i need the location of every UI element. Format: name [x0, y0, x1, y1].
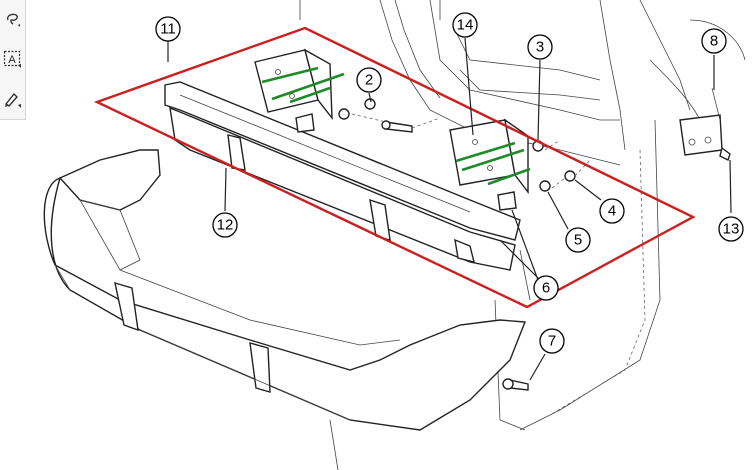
- svg-text:4: 4: [608, 203, 616, 220]
- svg-text:7: 7: [548, 333, 556, 350]
- bumper-reinforcement-beam: [164, 81, 521, 271]
- leader-lines: [167, 37, 732, 381]
- callout-12: 12: [212, 212, 238, 238]
- highlight-tool[interactable]: [2, 88, 24, 110]
- lasso-tool[interactable]: [2, 8, 24, 30]
- callout-13: 13: [718, 216, 744, 242]
- svg-text:8: 8: [710, 33, 718, 50]
- tow-bracket: [679, 87, 731, 161]
- text-select-icon: A: [3, 50, 21, 68]
- svg-text:11: 11: [160, 21, 176, 38]
- callout-4: 4: [599, 198, 625, 224]
- annotation-toolbar: A: [0, 0, 26, 120]
- callout-8: 8: [701, 28, 727, 54]
- svg-text:14: 14: [457, 17, 474, 34]
- svg-text:3: 3: [536, 39, 544, 56]
- callout-11: 11: [155, 16, 181, 42]
- green-annotation-lines: [261, 66, 531, 186]
- pen-highlight-icon: [4, 92, 21, 108]
- callout-6: 6: [533, 275, 559, 301]
- callout-3: 3: [527, 34, 553, 60]
- callout-2: 2: [356, 67, 382, 93]
- svg-text:13: 13: [723, 221, 740, 238]
- callout-14: 14: [452, 12, 478, 38]
- svg-text:A: A: [8, 54, 16, 66]
- text-select-tool[interactable]: A: [2, 48, 24, 70]
- bumper-fascia: [43, 149, 526, 470]
- callout-7: 7: [539, 328, 565, 354]
- svg-text:6: 6: [542, 280, 550, 297]
- vehicle-body: [299, 0, 746, 431]
- svg-text:12: 12: [217, 217, 234, 234]
- svg-text:2: 2: [365, 72, 373, 89]
- fasteners: [338, 98, 591, 391]
- svg-text:5: 5: [574, 232, 582, 249]
- lasso-icon: [6, 13, 20, 27]
- callout-5: 5: [565, 227, 591, 253]
- red-highlight-frame: [93, 26, 696, 309]
